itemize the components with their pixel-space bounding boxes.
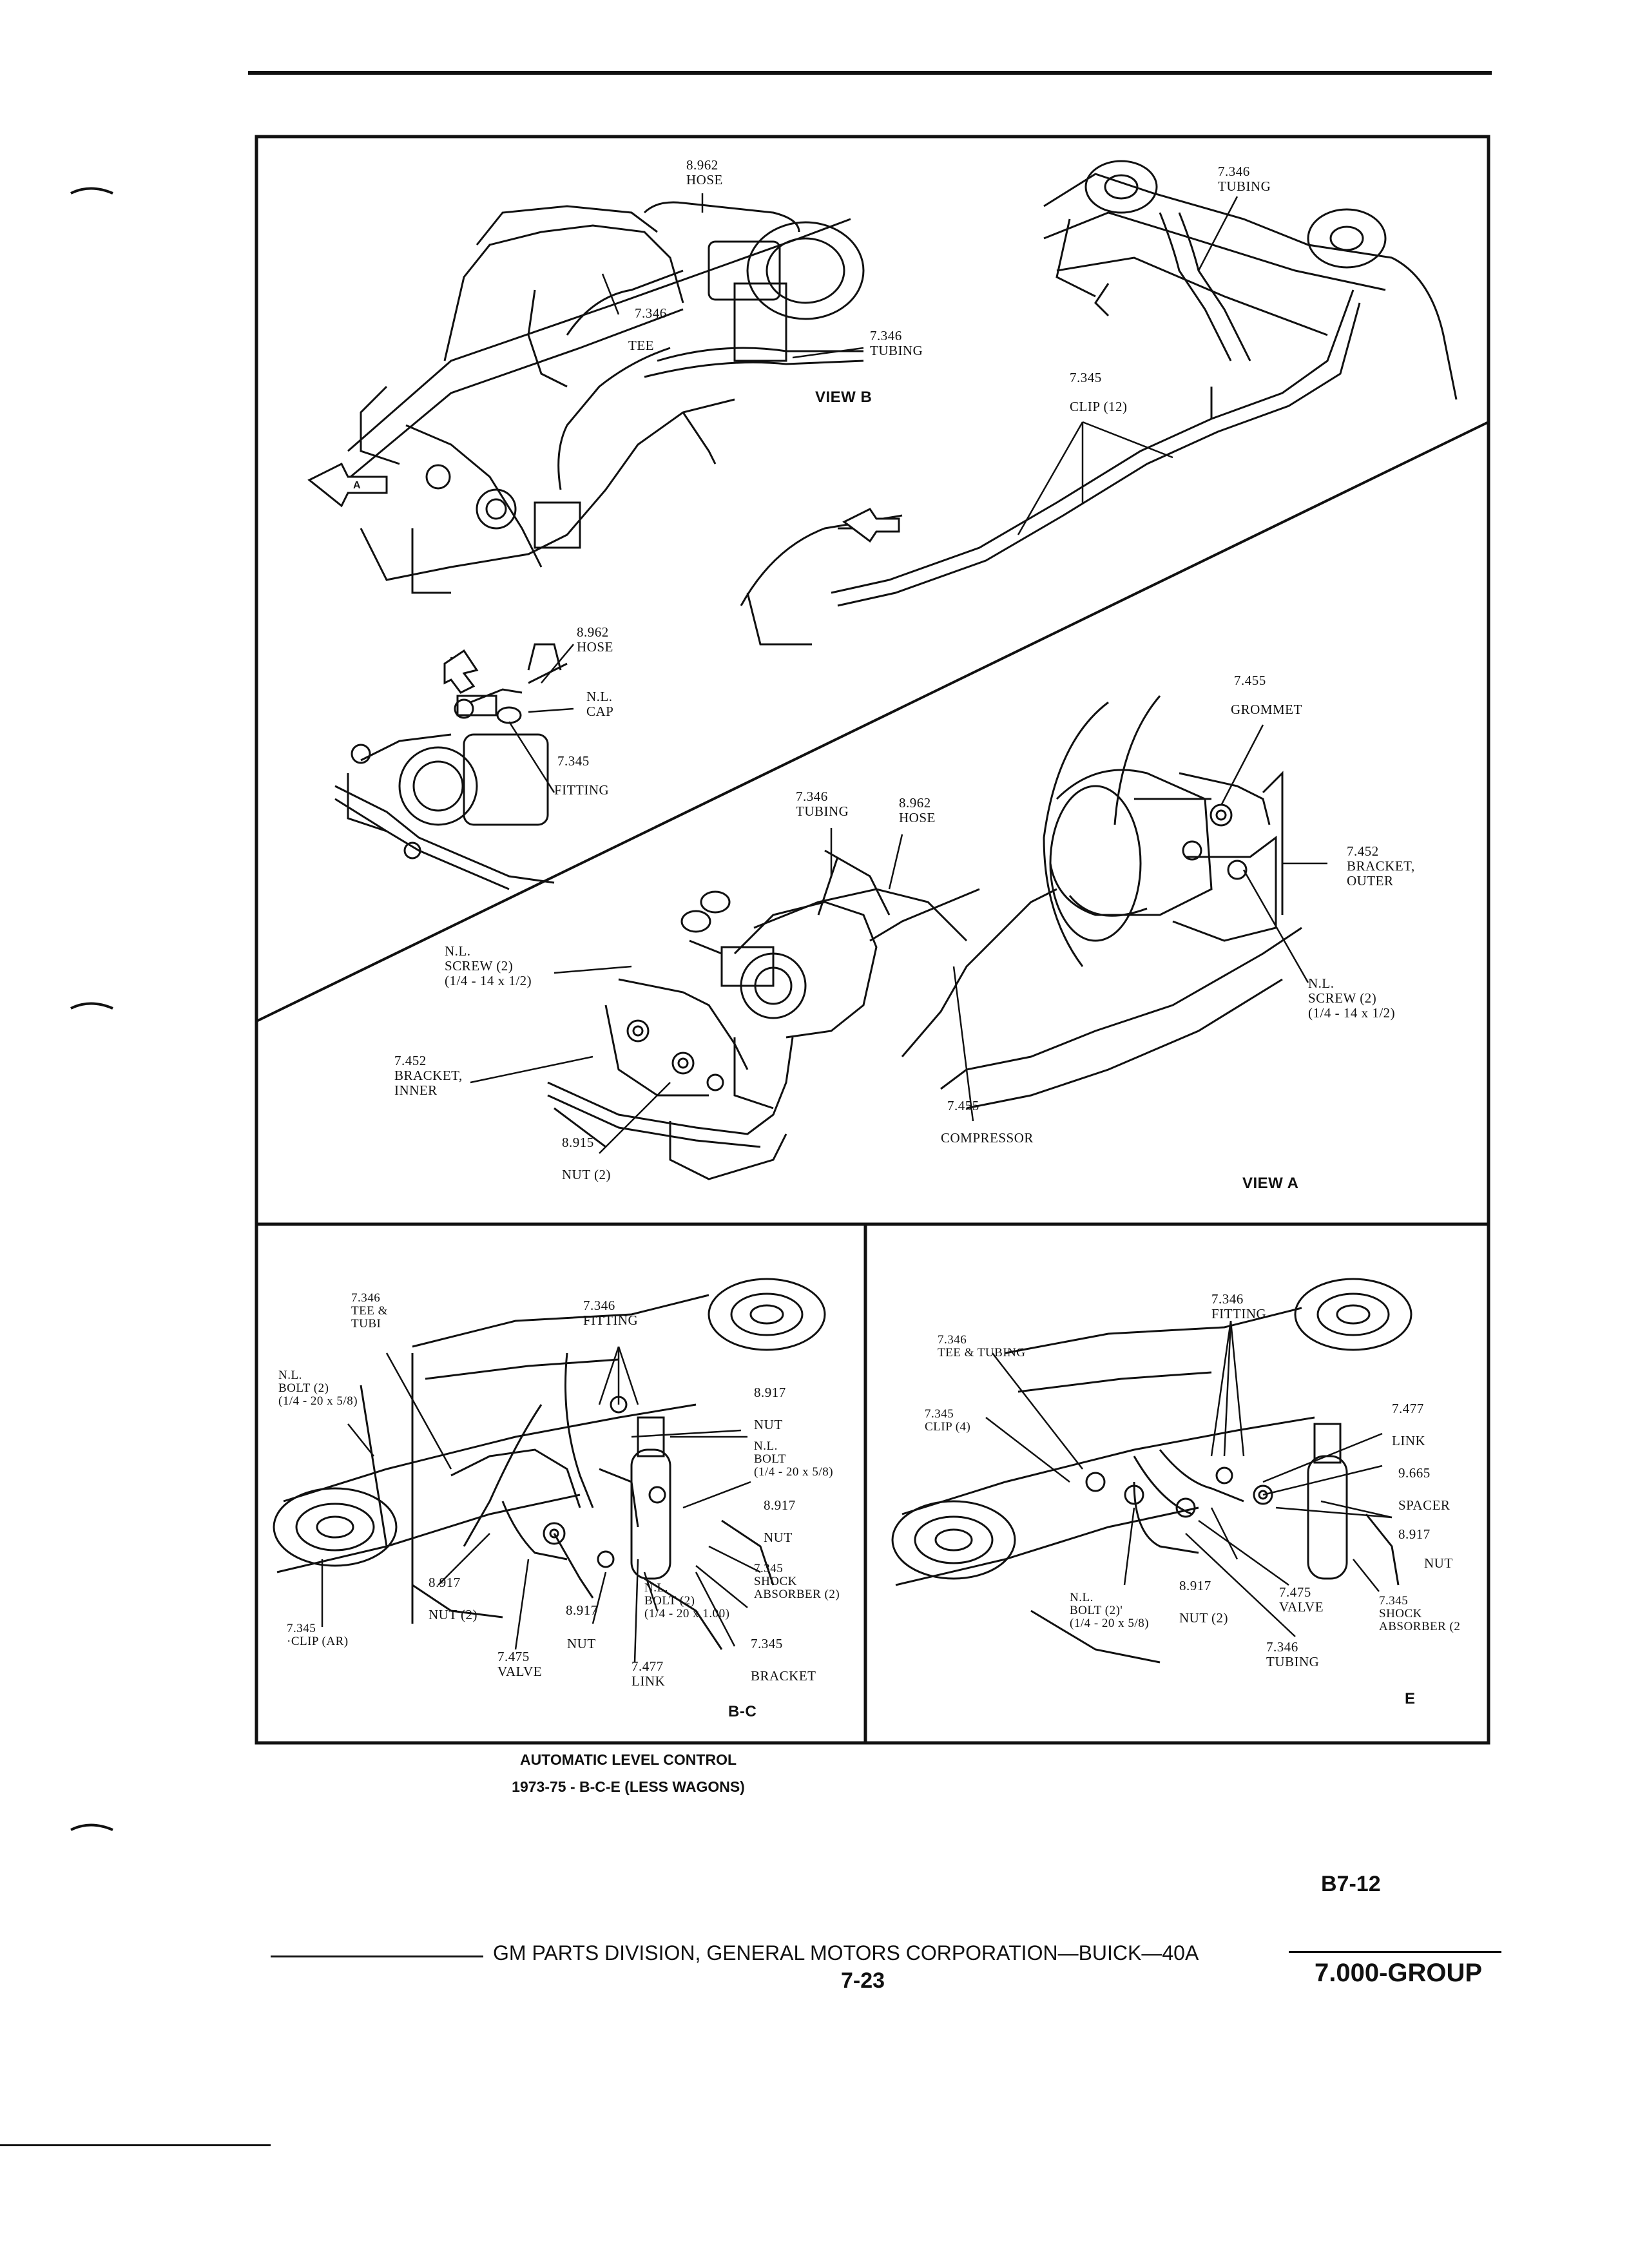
view-b-arrow: A bbox=[307, 462, 388, 508]
label-hose-top: 8.962 HOSE bbox=[686, 157, 723, 187]
label-compressor-number: 7.455 bbox=[947, 1098, 979, 1113]
label-e-bolt: N.L. BOLT (2)' (1/4 - 20 x 5/8) bbox=[1070, 1591, 1150, 1630]
label-screw-left: N.L. SCREW (2) (1/4 - 14 x 1/2) bbox=[445, 943, 532, 988]
label-e-tubing: 7.346 TUBING bbox=[1266, 1639, 1320, 1669]
label-clip-number: 7.345 bbox=[1070, 370, 1102, 385]
bc-panel-title: B-C bbox=[728, 1703, 757, 1720]
label-e-spacer: SPACER bbox=[1398, 1497, 1451, 1513]
label-inset-fitting-number: 7.345 bbox=[557, 753, 590, 769]
caption-subtitle: 1973-75 - B-C-E (LESS WAGONS) bbox=[512, 1778, 745, 1795]
e-frame bbox=[863, 1222, 1490, 1745]
footer-page-number: 7-23 bbox=[841, 1968, 885, 1993]
label-e-clip: 7.345 CLIP (4) bbox=[925, 1407, 971, 1434]
label-e-spacer-number: 9.665 bbox=[1398, 1465, 1431, 1481]
inset-compressor bbox=[334, 643, 568, 890]
label-tee: TEE bbox=[628, 338, 654, 353]
label-inset-fitting: FITTING bbox=[554, 782, 610, 798]
caption-title: AUTOMATIC LEVEL CONTROL bbox=[519, 1751, 737, 1768]
label-bc-bolt-left: N.L. BOLT (2) (1/4 - 20 x 5/8) bbox=[278, 1369, 358, 1408]
label-e-nut2: NUT (2) bbox=[1179, 1610, 1229, 1626]
label-nut: NUT (2) bbox=[562, 1167, 612, 1182]
label-bc-8917-a: 8.917 bbox=[754, 1385, 786, 1400]
label-bc-clip: 7.345 ·CLIP (AR) bbox=[287, 1622, 349, 1648]
footer-group: 7.000-GROUP bbox=[1315, 1959, 1483, 1987]
bottom-edge-rule bbox=[0, 2144, 271, 2146]
label-e-8917: 8.917 bbox=[1398, 1526, 1431, 1542]
label-screw-right: N.L. SCREW (2) (1/4 - 14 x 1/2) bbox=[1308, 975, 1396, 1021]
diagonal-divider bbox=[256, 421, 1489, 1023]
label-bc-8917-d: 8.917 bbox=[566, 1602, 598, 1618]
e-suspension bbox=[891, 1278, 1412, 1664]
label-bracket-inner: 7.452 BRACKET, INNER bbox=[394, 1053, 463, 1098]
label-bracket-outer: 7.452 BRACKET, OUTER bbox=[1347, 843, 1415, 889]
label-e-fitting: 7.346 FITTING bbox=[1211, 1291, 1267, 1321]
label-bc-8917-c: 8.917 bbox=[429, 1575, 461, 1590]
label-bc-8917-b: 8.917 bbox=[764, 1497, 796, 1513]
view-b-frame-rail bbox=[740, 160, 1458, 646]
footer-rule-right bbox=[1289, 1951, 1501, 1953]
label-bc-nut-b: NUT bbox=[764, 1530, 793, 1545]
label-tubing-right: 7.346 TUBING bbox=[1218, 164, 1271, 194]
label-bc-fitting: 7.346 FITTING bbox=[583, 1298, 639, 1328]
label-inset-cap: N.L. CAP bbox=[586, 689, 614, 719]
label-e-link: LINK bbox=[1392, 1433, 1426, 1448]
label-nut-number: 8.915 bbox=[562, 1135, 594, 1150]
label-bc-bolt-bottom: N.L. BOLT (2) (1/4 - 20 x 1.00) bbox=[644, 1581, 730, 1620]
label-tubing-mid: 7.346 TUBING bbox=[870, 328, 923, 358]
label-bc-bracket: BRACKET bbox=[751, 1668, 816, 1684]
label-bc-nut2: NUT (2) bbox=[429, 1607, 478, 1622]
binding-mark bbox=[70, 1823, 113, 1831]
svg-text:A: A bbox=[353, 480, 361, 491]
label-view-a-hose: 8.962 HOSE bbox=[899, 795, 936, 825]
label-bc-link: 7.477 LINK bbox=[631, 1658, 666, 1689]
label-view-a-tubing: 7.346 TUBING bbox=[796, 789, 849, 819]
label-bc-bolt-mid: N.L. BOLT (1/4 - 20 x 5/8) bbox=[754, 1439, 834, 1479]
view-a-compressor bbox=[547, 695, 1302, 1180]
label-e-shock: 7.345 SHOCK ABSORBER (2 bbox=[1379, 1594, 1461, 1633]
binding-mark bbox=[70, 187, 113, 195]
view-b-arrow-right bbox=[842, 508, 900, 543]
binding-mark bbox=[70, 1002, 113, 1010]
label-e-tee-tubing: 7.346 TEE & TUBING bbox=[938, 1333, 1026, 1360]
label-tee-number: 7.346 bbox=[635, 305, 667, 321]
label-inset-hose: 8.962 HOSE bbox=[577, 624, 613, 655]
label-clip: CLIP (12) bbox=[1070, 399, 1128, 414]
label-e-link-number: 7.477 bbox=[1392, 1401, 1424, 1416]
label-bc-shock: 7.345 SHOCK ABSORBER (2) bbox=[754, 1562, 840, 1601]
label-e-8917-b: 8.917 bbox=[1179, 1578, 1211, 1593]
label-bc-valve: 7.475 VALVE bbox=[497, 1649, 543, 1679]
view-a-title: VIEW A bbox=[1242, 1175, 1299, 1192]
bc-frame bbox=[255, 1222, 867, 1745]
bc-suspension bbox=[273, 1278, 826, 1650]
label-grommet-number: 7.455 bbox=[1234, 673, 1266, 688]
footer-rule-left bbox=[271, 1956, 483, 1957]
label-e-nut: NUT bbox=[1424, 1555, 1453, 1571]
label-bc-nut-c: NUT bbox=[567, 1636, 596, 1651]
inset-arrow bbox=[443, 649, 479, 694]
page-code: B7-12 bbox=[1321, 1872, 1381, 1896]
label-bc-bracket-number: 7.345 bbox=[751, 1636, 783, 1651]
label-grommet: GROMMET bbox=[1231, 702, 1302, 717]
leader-lines bbox=[321, 193, 1393, 1663]
e-panel-title: E bbox=[1405, 1690, 1416, 1707]
label-bc-nut-a: NUT bbox=[754, 1417, 783, 1432]
top-rule bbox=[248, 71, 1492, 75]
label-compressor: COMPRESSOR bbox=[941, 1130, 1034, 1146]
footer-text: GM PARTS DIVISION, GENERAL MOTORS CORPOR… bbox=[493, 1941, 1199, 1965]
label-e-valve: 7.475 VALVE bbox=[1279, 1584, 1324, 1615]
view-b-title: VIEW B bbox=[815, 389, 872, 406]
view-b-engine-bay bbox=[334, 201, 865, 594]
label-bc-tee-tubing: 7.346 TEE & TUBI­ bbox=[351, 1291, 388, 1331]
